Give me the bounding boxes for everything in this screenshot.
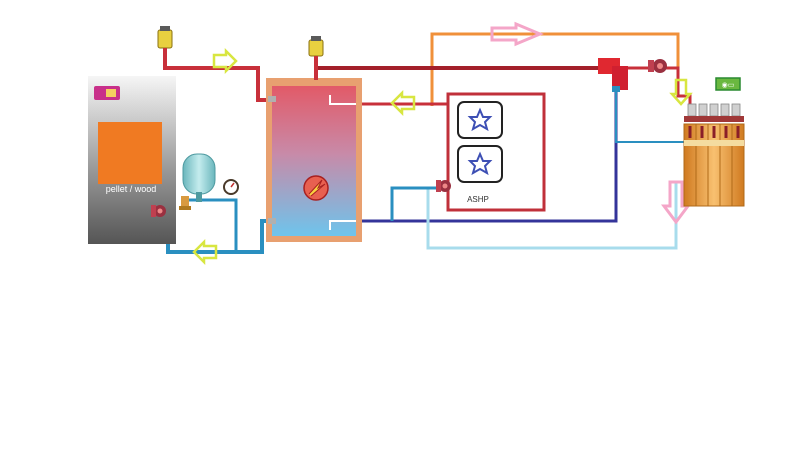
flow-arrow-icon: [661, 180, 691, 225]
safety-valve-icon: [179, 196, 191, 210]
zone-valve-icon: [308, 36, 324, 80]
pipe-ashp-cold: [390, 186, 440, 221]
flow-arrows: [192, 21, 693, 266]
pipe-expansion-branch: [186, 198, 238, 252]
pellet-wood-boiler: pellet / wood: [88, 76, 176, 244]
buffer-tank: [266, 78, 362, 242]
air-source-heat-pump: ASHP: [446, 92, 546, 212]
flow-arrow-icon: [212, 47, 238, 75]
expansion-vessel: [182, 153, 216, 202]
flow-arrow-icon: [490, 21, 544, 47]
pipe-radiator-return: [426, 182, 678, 250]
thermostat-icon: ◉▭: [715, 77, 741, 91]
ashp-label: ASHP: [467, 195, 489, 204]
boiler-label: pellet / wood: [106, 184, 157, 194]
pipe-boiler-flow: [163, 56, 276, 102]
svg-text:◉▭: ◉▭: [722, 82, 735, 89]
pipe-ashp-return: [330, 92, 618, 223]
flame-icon: [303, 175, 329, 201]
tank-body: [272, 86, 356, 236]
fan-icon: [457, 145, 503, 183]
pressure-gauge-icon: [223, 179, 239, 195]
pump-icon: [648, 59, 667, 73]
pump-icon: [151, 205, 166, 217]
zone-valve-icon: [157, 26, 173, 58]
flow-arrow-icon: [669, 78, 693, 106]
mixing-valve: [598, 58, 628, 92]
radiator-manifold: ◉▭: [683, 77, 745, 207]
fan-icon: [457, 101, 503, 139]
pipe-bypass: [615, 92, 690, 143]
manifold-valves: [684, 103, 744, 122]
boiler-display: [106, 89, 116, 97]
flow-arrow-icon: [192, 238, 218, 266]
boiler-firebox: [98, 122, 162, 184]
pipe-boiler-return: [166, 212, 276, 254]
ashp-frame: [446, 92, 546, 212]
pump-icon: [436, 180, 451, 192]
flow-arrow-icon: [390, 89, 416, 117]
pipe-tank-top: [314, 58, 604, 70]
